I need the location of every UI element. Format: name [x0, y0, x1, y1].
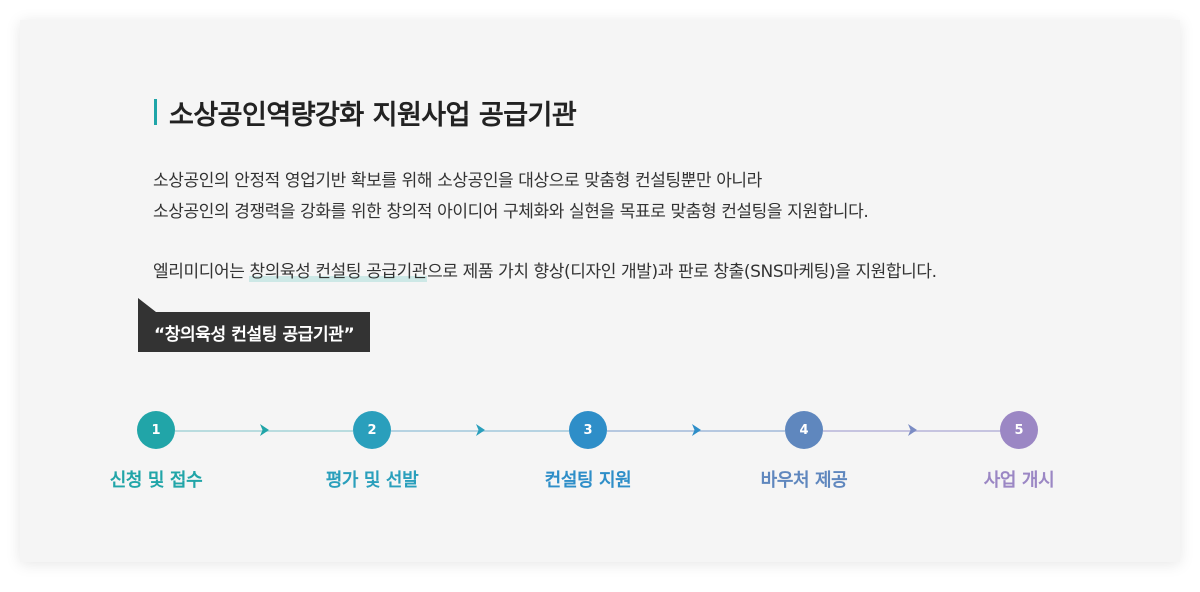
info-card: 소상공인역량강화 지원사업 공급기관 소상공인의 안정적 영업기반 확보를 위해… — [20, 20, 1180, 562]
description-line-3-suffix: 으로 제품 가치 향상(디자인 개발)과 판로 창출(SNS마케팅)을 지원합니… — [427, 262, 937, 282]
description-line-2: 소상공인의 경쟁력을 강화를 위한 창의적 아이디어 구체화와 실현을 목표로 … — [153, 202, 869, 222]
chevron-right-icon — [692, 424, 701, 436]
title-accent-bar — [154, 99, 157, 125]
step-2-circle: 2 — [353, 411, 391, 449]
description-line-3: 엘리미디어는 창의육성 컨설팅 공급기관으로 제품 가치 향상(디자인 개발)과… — [153, 257, 937, 282]
step-4-label: 바우처 제공 — [760, 470, 848, 491]
step-3-circle: 3 — [569, 411, 607, 449]
badge-tail — [138, 298, 156, 312]
chevron-right-icon — [476, 424, 485, 436]
description-line-1: 소상공인의 안정적 영업기반 확보를 위해 소상공인을 대상으로 맞춤형 컨설팅… — [153, 171, 762, 191]
chevron-right-icon — [908, 424, 917, 436]
chevron-right-icon — [260, 424, 269, 436]
step-4-circle: 4 — [785, 411, 823, 449]
section-title: 소상공인역량강화 지원사업 공급기관 — [154, 94, 577, 131]
section-title-text: 소상공인역량강화 지원사업 공급기관 — [169, 99, 577, 131]
step-5-circle: 5 — [1000, 411, 1038, 449]
step-3-label: 컨설팅 지원 — [544, 470, 632, 491]
step-5-label: 사업 개시 — [983, 470, 1055, 491]
supplier-badge: “창의육성 컨설팅 공급기관” — [138, 312, 371, 352]
step-2-label: 평가 및 선발 — [325, 470, 419, 491]
step-1-label: 신청 및 접수 — [109, 470, 203, 491]
description-highlight: 창의육성 컨설팅 공급기관 — [249, 262, 428, 282]
step-1-circle: 1 — [137, 411, 175, 449]
description-line-3-prefix: 엘리미디어는 — [153, 262, 250, 282]
